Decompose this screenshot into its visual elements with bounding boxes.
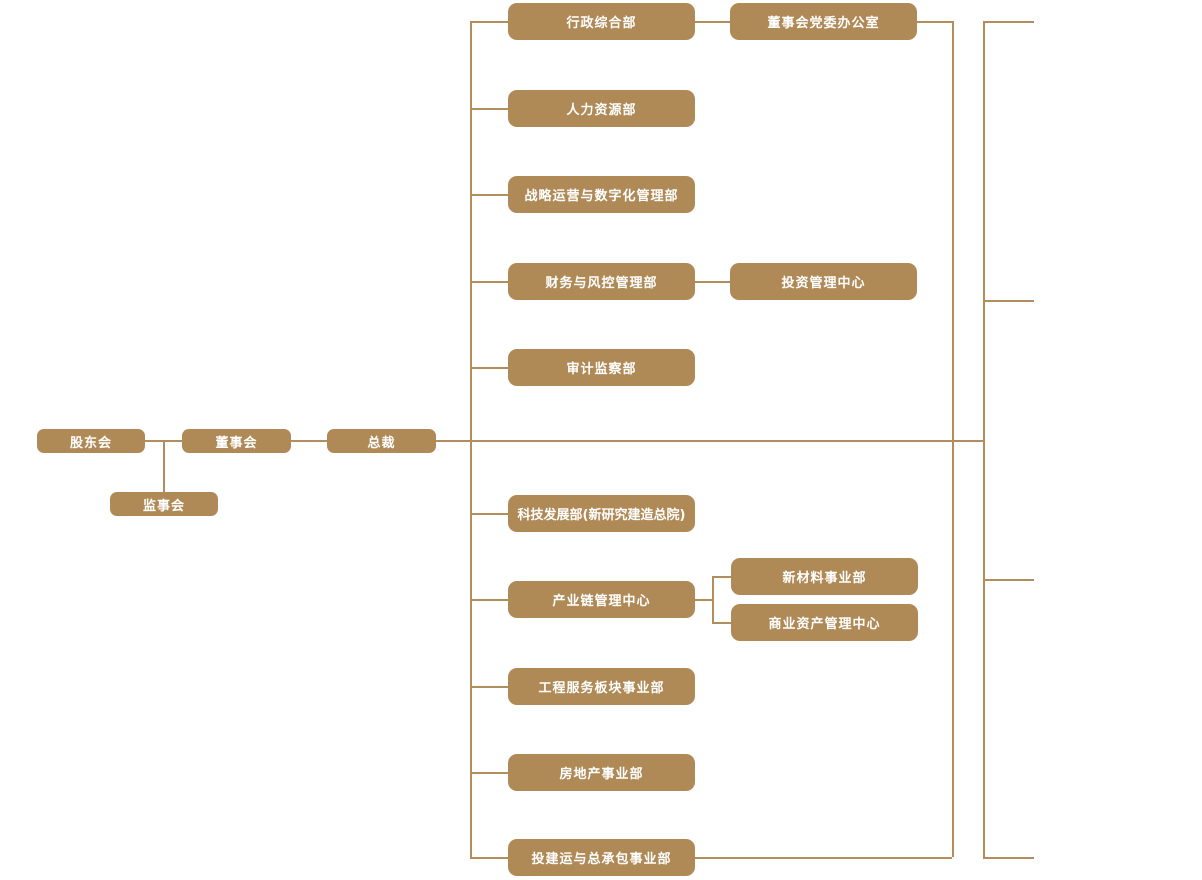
row-stub-admin	[470, 21, 508, 23]
node-president: 总裁	[327, 429, 436, 453]
node-human-resources: 人力资源部	[508, 90, 695, 127]
node-board-party-office: 董事会党委办公室	[730, 3, 917, 40]
node-industry-chain: 产业链管理中心	[508, 581, 695, 618]
node-audit-supervision: 审计监察部	[508, 349, 695, 386]
node-board: 董事会	[182, 429, 291, 453]
connector-admin-party-office	[694, 21, 730, 23]
row-stub-real-estate	[470, 772, 508, 774]
row-stub-strategy	[470, 194, 508, 196]
node-tech-development: 科技发展部(新研究建造总院)	[508, 495, 695, 532]
node-new-materials: 新材料事业部	[731, 558, 918, 595]
connector-finance-investment	[694, 281, 730, 283]
trunk-line	[470, 21, 472, 857]
node-strategy-digital: 战略运营与数字化管理部	[508, 176, 695, 213]
row-stub-engineering	[470, 686, 508, 688]
connector-supervisory-drop	[163, 440, 165, 492]
connector-industry-children-bracket	[712, 576, 714, 622]
node-real-estate: 房地产事业部	[508, 754, 695, 791]
right-bracket-line-inner	[952, 21, 954, 857]
node-finance-risk: 财务与风控管理部	[508, 263, 695, 300]
node-shareholders: 股东会	[37, 429, 145, 453]
row-stub-hr	[470, 108, 508, 110]
connector-new-materials-in	[712, 576, 731, 578]
row-stub-invest-build	[470, 857, 508, 859]
connector-commercial-assets-in	[712, 622, 731, 624]
node-admin-general: 行政综合部	[508, 3, 695, 40]
node-commercial-assets: 商业资产管理中心	[731, 604, 918, 641]
right-bracket-line-outer	[983, 21, 985, 857]
row-stub-industry-chain	[470, 599, 508, 601]
node-invest-build-contract: 投建运与总承包事业部	[508, 839, 695, 876]
connector-industry-chain-out	[694, 599, 712, 601]
right-bracket-stub-4	[983, 857, 1034, 859]
right-bracket-stub-2	[983, 300, 1034, 302]
connector-board-president	[291, 440, 327, 442]
connector-party-office-bracket	[917, 21, 952, 23]
row-stub-finance	[470, 281, 508, 283]
right-bracket-stub-1	[983, 21, 1034, 23]
node-investment-center: 投资管理中心	[730, 263, 917, 300]
connector-president-main	[436, 440, 983, 442]
node-supervisory: 监事会	[110, 492, 218, 516]
connector-invest-build-bracket	[694, 857, 952, 859]
node-engineering-services: 工程服务板块事业部	[508, 668, 695, 705]
row-stub-audit	[470, 367, 508, 369]
row-stub-tech	[470, 513, 508, 515]
right-bracket-stub-3	[983, 579, 1034, 581]
